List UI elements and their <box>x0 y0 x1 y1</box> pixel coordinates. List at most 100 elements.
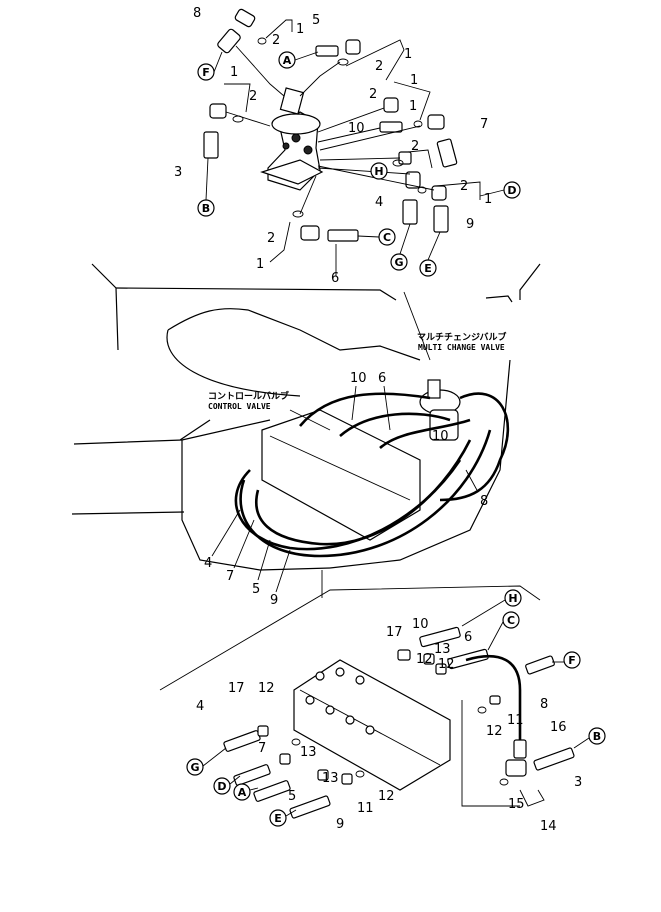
callout-number: 9 <box>336 817 344 832</box>
bottom-assembly: H C F B G D A E <box>186 589 606 834</box>
connector-E-bottom: E <box>269 809 287 827</box>
connector-label: A <box>283 54 292 67</box>
connector-F-bottom: F <box>563 651 581 669</box>
callout-number: 1 <box>230 65 238 80</box>
connector-label: D <box>217 780 226 793</box>
leader-line <box>233 519 255 569</box>
middle-assembly: マルチチェンジバルブ MULTI CHANGE VALVE コントロールバルブ … <box>71 263 541 608</box>
bracket <box>461 700 520 807</box>
leader-line <box>317 107 385 133</box>
connector-circle <box>269 809 287 827</box>
callout-number: 13 <box>434 642 451 657</box>
callout-number: 12 <box>258 681 275 696</box>
multi-change-valve-label-jp: マルチチェンジバルブ <box>417 331 506 343</box>
fitting-17 <box>397 649 411 661</box>
callout-number: 13 <box>322 771 339 786</box>
bracket <box>345 39 405 81</box>
cover-plate <box>166 329 301 397</box>
connector-label: A <box>238 786 247 799</box>
o-ring <box>413 120 423 128</box>
leader-line <box>205 157 209 201</box>
elbow-fitting <box>431 185 447 201</box>
connector-circle <box>563 651 581 669</box>
elbow-fitting <box>427 114 445 130</box>
control-valve-label-en: CONTROL VALVE <box>208 402 271 411</box>
leader-line <box>351 385 357 421</box>
elbow-fitting <box>405 171 421 189</box>
callout-number: 17 <box>228 681 245 696</box>
leader-line <box>399 223 411 255</box>
valve-edge <box>269 435 411 501</box>
valve-port <box>303 145 313 155</box>
multi-change-valve-label-en: MULTI CHANGE VALVE <box>418 343 505 352</box>
callout-number: 2 <box>249 89 257 104</box>
connector-label: E <box>424 262 432 275</box>
connector-circle <box>502 611 520 629</box>
callout-number: 6 <box>331 271 339 286</box>
bracket <box>224 83 251 113</box>
valve-bolt <box>305 695 315 705</box>
callout-number: 3 <box>574 775 582 790</box>
cover-plate <box>167 308 421 361</box>
callout-number: 4 <box>375 195 383 210</box>
valve-bolt <box>315 671 325 681</box>
callout-number: 4 <box>204 556 212 571</box>
elbow-fitting <box>398 151 412 165</box>
hose <box>239 429 492 558</box>
o-ring <box>417 186 427 194</box>
connector-B-bottom: B <box>588 727 606 745</box>
callout-number: 1 <box>484 192 492 207</box>
straight-fitting <box>436 138 458 168</box>
connector-circle <box>390 253 408 271</box>
connector-label: G <box>190 761 199 774</box>
connector-B-top: B <box>197 199 215 217</box>
callout-number: 6 <box>464 630 472 645</box>
callout-number: 5 <box>312 13 320 28</box>
leader-line <box>299 61 341 97</box>
connector-circle <box>233 783 251 801</box>
connector-label: G <box>394 256 403 269</box>
leader-line <box>427 231 441 261</box>
leader-line <box>465 469 479 493</box>
leader-line <box>479 189 505 197</box>
connector-G-top: G <box>390 253 408 271</box>
bracket <box>269 221 291 263</box>
leader-line <box>285 809 297 817</box>
callout-number: 8 <box>193 6 201 21</box>
callout-number: 11 <box>507 713 524 728</box>
fitting-17 <box>257 725 269 737</box>
leader-line <box>294 51 319 61</box>
view-divider <box>159 585 541 691</box>
callout-number: 10 <box>348 121 365 136</box>
frame-outline <box>115 287 397 301</box>
valve-bolt <box>365 725 375 735</box>
connector-H-bottom: H <box>504 589 522 607</box>
hose <box>255 439 472 546</box>
leader-line <box>213 51 223 73</box>
callout-number: 1 <box>410 73 418 88</box>
callout-number: 12 <box>486 724 503 739</box>
callout-number: 2 <box>369 87 377 102</box>
o-ring <box>337 58 349 66</box>
frame-outline <box>91 263 119 351</box>
leader-line <box>319 125 421 151</box>
connector-A-top: A <box>278 51 296 69</box>
fitting-11 <box>489 695 501 705</box>
bracket <box>407 149 433 169</box>
top-assembly: F A H D B C G E <box>174 6 521 286</box>
fitting-12 <box>435 663 447 675</box>
elbow-fitting <box>345 39 361 55</box>
connector-label: F <box>202 66 210 79</box>
callout-number: 10 <box>412 617 429 632</box>
callout-number: 7 <box>226 569 234 584</box>
valve-bolt <box>345 715 355 725</box>
connector-H-top: H <box>370 162 388 180</box>
leader-line <box>225 111 271 127</box>
leader-line <box>319 157 401 161</box>
hose <box>439 392 510 502</box>
callout-number: 7 <box>480 117 488 132</box>
hose-end <box>513 739 527 759</box>
connector-G-bottom: G <box>186 758 204 776</box>
callout-number: 8 <box>480 494 488 509</box>
o-ring <box>257 37 267 45</box>
